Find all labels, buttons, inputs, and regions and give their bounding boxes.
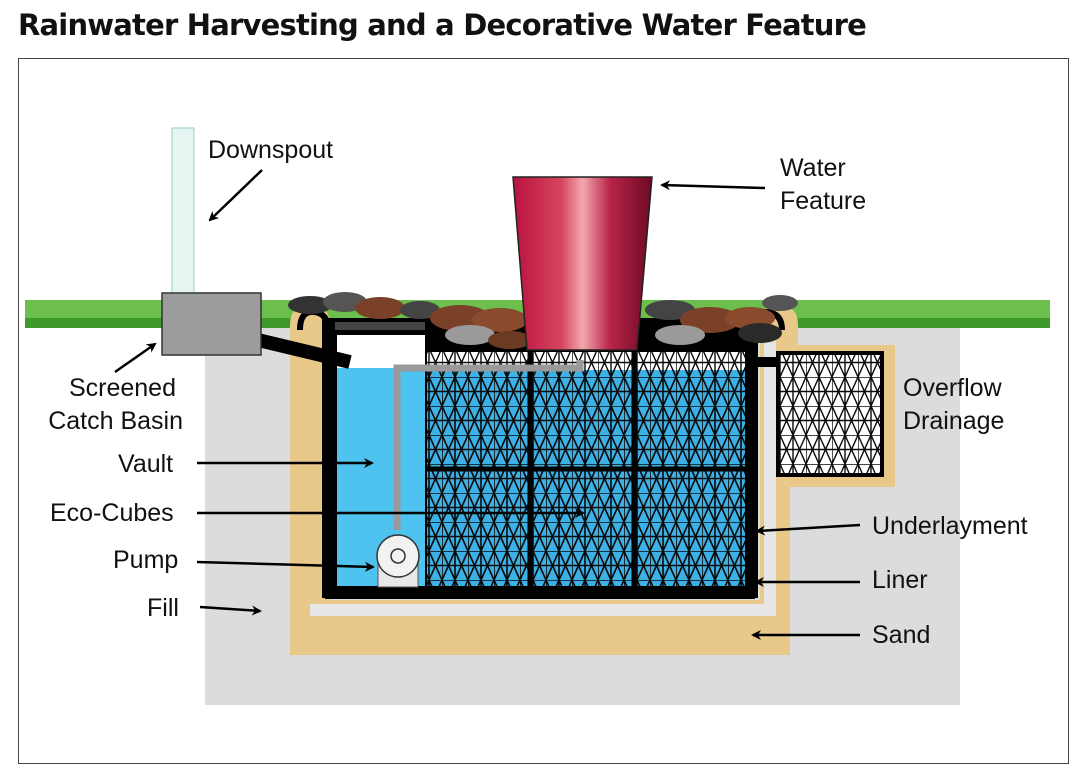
- label-liner: Liner: [872, 566, 928, 594]
- downspout: [171, 127, 195, 295]
- label-overflow-line2: Drainage: [903, 407, 1005, 435]
- label-sand: Sand: [872, 621, 931, 649]
- eco-cubes: [427, 370, 745, 586]
- label-catch-basin-line1: Screened: [68, 374, 176, 402]
- label-fill: Fill: [147, 594, 179, 622]
- diagram-frame: [18, 58, 1069, 764]
- decorative-rocks: [288, 292, 798, 349]
- water-feature: [512, 176, 653, 351]
- label-eco-cubes: Eco-Cubes: [50, 499, 174, 527]
- overflow-drainage: [776, 351, 884, 477]
- label-water-feature-line1: Water: [780, 154, 846, 182]
- pump: [376, 534, 420, 578]
- catch-basin: [161, 292, 262, 356]
- label-pump: Pump: [113, 546, 179, 574]
- label-vault: Vault: [118, 450, 174, 478]
- diagram-title: Rainwater Harvesting and a Decorative Wa…: [18, 8, 867, 42]
- vault-air: [337, 335, 425, 368]
- label-overflow-line1: Overflow: [903, 374, 1002, 402]
- label-catch-basin-line2: Catch Basin: [48, 407, 183, 435]
- label-water-feature-line2: Feature: [780, 187, 867, 215]
- underlayment: [310, 325, 776, 616]
- pump-pipe: [393, 360, 584, 530]
- label-downspout: Downspout: [208, 136, 334, 164]
- label-underlayment: Underlayment: [872, 512, 1028, 540]
- inlet-pipe: [256, 333, 352, 369]
- label-arrows: [114, 169, 861, 640]
